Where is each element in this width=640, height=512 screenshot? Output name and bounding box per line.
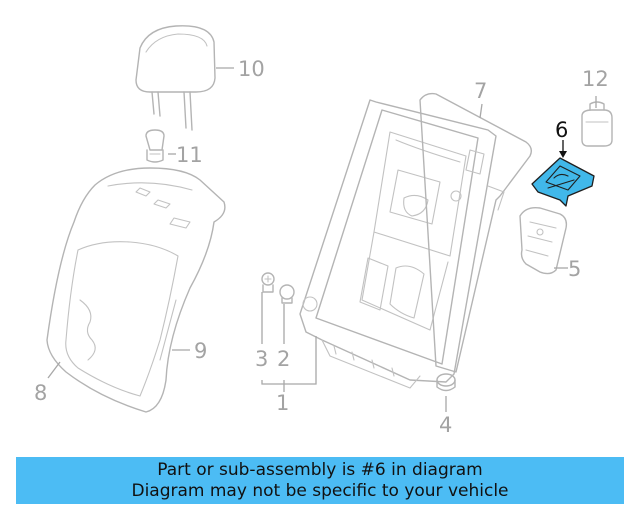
- info-banner: Part or sub-assembly is #6 in diagram Di…: [16, 457, 624, 504]
- leader-lines: [47, 67, 597, 412]
- banner-line-1: Part or sub-assembly is #6 in diagram: [157, 459, 483, 480]
- bracket: [519, 206, 568, 275]
- callout-9: 9: [194, 339, 207, 363]
- callout-11: 11: [176, 143, 203, 167]
- headrest: [135, 25, 216, 131]
- callout-3: 3: [255, 347, 268, 371]
- callout-8: 8: [34, 381, 47, 405]
- callout-12: 12: [582, 67, 609, 91]
- callout-4: 4: [439, 413, 452, 437]
- callout-6: 6: [555, 118, 568, 142]
- cap: [581, 101, 613, 147]
- seatback-cover: [46, 167, 226, 413]
- bushing: [436, 373, 456, 392]
- highlighted-cover-part-6[interactable]: [531, 157, 595, 207]
- back-panel: [419, 92, 533, 373]
- callout-7: 7: [474, 79, 487, 103]
- banner-line-2: Diagram may not be specific to your vehi…: [131, 480, 509, 501]
- callout-2: 2: [277, 347, 290, 371]
- seatback-frame: [299, 99, 497, 389]
- arrowhead: [559, 151, 567, 158]
- screw: [261, 272, 275, 293]
- callout-10: 10: [238, 57, 265, 81]
- clip: [279, 284, 295, 304]
- callout-1: 1: [276, 391, 289, 415]
- callout-5: 5: [568, 257, 581, 281]
- headrest-guide: [145, 129, 165, 163]
